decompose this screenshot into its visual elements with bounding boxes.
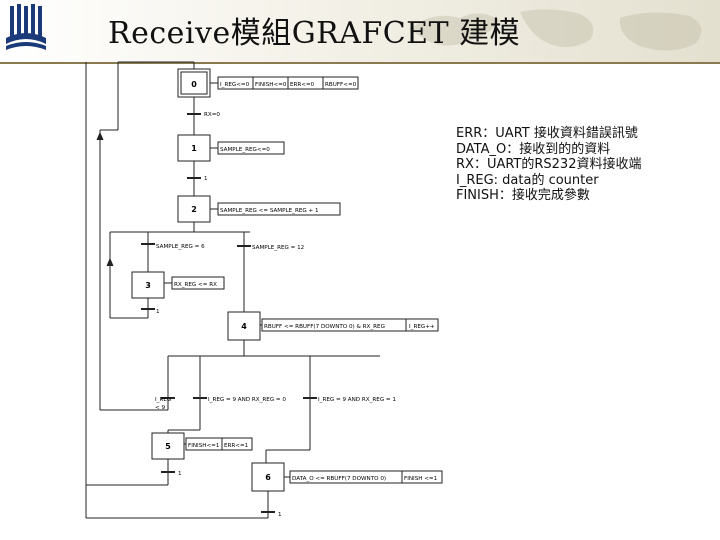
step-2 bbox=[177, 195, 211, 223]
step-0-action-2: FINISH<=0 bbox=[255, 82, 287, 88]
step-3-action-box bbox=[171, 276, 225, 290]
step-2-action-1: SAMPLE_REG <= SAMPLE_REG + 1 bbox=[220, 208, 319, 214]
step-5-action-1: FINISH<=1 bbox=[188, 443, 220, 449]
step-5-action-2: ERR<=1 bbox=[224, 443, 249, 449]
step-4-action-1: RBUFF <= RBUFF(7 DOWNTO 0) & RX_REG bbox=[264, 324, 385, 330]
legend-item-err: ERR：UART 接收資料錯誤訊號 bbox=[456, 126, 638, 141]
step-0-action-1: I_REG<=0 bbox=[220, 82, 250, 88]
transition-t2b-label: SAMPLE_REG = 12 bbox=[252, 245, 304, 251]
step-5-action-box bbox=[185, 437, 253, 451]
signal-legend: ERR：UART 接收資料錯誤訊號 DATA_O：接收到的的資料 RX：UART… bbox=[456, 126, 718, 204]
legend-item-i-reg: I_REG: data的 counter bbox=[456, 172, 599, 188]
transition-t4c-label: I_REG = 9 AND RX_REG = 1 bbox=[318, 397, 396, 403]
loop-arrow-up-icon bbox=[96, 131, 104, 141]
step-0: 0 bbox=[177, 68, 211, 98]
step-3-action-1: RX_REG <= RX bbox=[174, 282, 217, 288]
transition-t4a-label-2: < 9 bbox=[155, 405, 165, 411]
step-3 bbox=[131, 271, 165, 299]
step-1-action-1: SAMPLE_REG<=0 bbox=[220, 147, 270, 153]
legend-item-rx: RX：UART的RS232資料接收端 bbox=[456, 157, 642, 172]
step-3-number: 3 bbox=[145, 281, 151, 290]
step-2-number: 2 bbox=[191, 205, 197, 214]
step-4-action-box bbox=[261, 318, 439, 332]
step-6-action-1: DATA_O <= RBUFF(7 DOWNTO 0) bbox=[292, 476, 386, 482]
world-map-watermark bbox=[410, 9, 702, 51]
transition-t4b-label: I_REG = 9 AND RX_REG = 0 bbox=[208, 397, 286, 403]
page-title: Receive模組GRAFCET 建模 bbox=[108, 16, 521, 51]
loop-arrow-up-icon bbox=[106, 257, 114, 267]
transition-t4a-label-1: I_REG bbox=[155, 397, 171, 403]
step-1-action-box bbox=[217, 141, 285, 155]
step-5 bbox=[151, 432, 185, 460]
step-6 bbox=[251, 462, 285, 492]
legend-item-data-o: DATA_O：接收到的的資料 bbox=[456, 141, 611, 157]
transition-t2a-label: SAMPLE_REG = 6 bbox=[156, 244, 205, 250]
step-2-action-box bbox=[217, 202, 341, 216]
transition-t3-label: 1 bbox=[156, 309, 160, 315]
step-6-action-box bbox=[289, 470, 443, 484]
step-1-number: 1 bbox=[191, 144, 197, 153]
header-divider bbox=[0, 62, 720, 64]
transition-t1-label: 1 bbox=[204, 176, 208, 182]
step-6-number: 6 bbox=[265, 473, 271, 482]
step-4-action-2: I_REG++ bbox=[409, 324, 435, 330]
legend-item-finish: FINISH：接收完成參數 bbox=[456, 188, 590, 203]
step-0-number: 0 bbox=[191, 80, 197, 89]
step-6-action-2: FINISH <=1 bbox=[404, 476, 438, 482]
step-0-action-3: ERR<=0 bbox=[290, 82, 315, 88]
header-banner: Receive模組GRAFCET 建模 bbox=[0, 0, 720, 62]
university-logo bbox=[6, 4, 46, 50]
transition-t0-label: RX=0 bbox=[204, 112, 220, 118]
step-5-number: 5 bbox=[165, 442, 171, 451]
transition-t5-label: 1 bbox=[178, 471, 182, 477]
step-4-number: 4 bbox=[241, 322, 247, 331]
step-0-action-4: RBUFF<=0 bbox=[325, 82, 357, 88]
transition-t6-label: 1 bbox=[278, 512, 282, 518]
step-4 bbox=[227, 311, 261, 341]
